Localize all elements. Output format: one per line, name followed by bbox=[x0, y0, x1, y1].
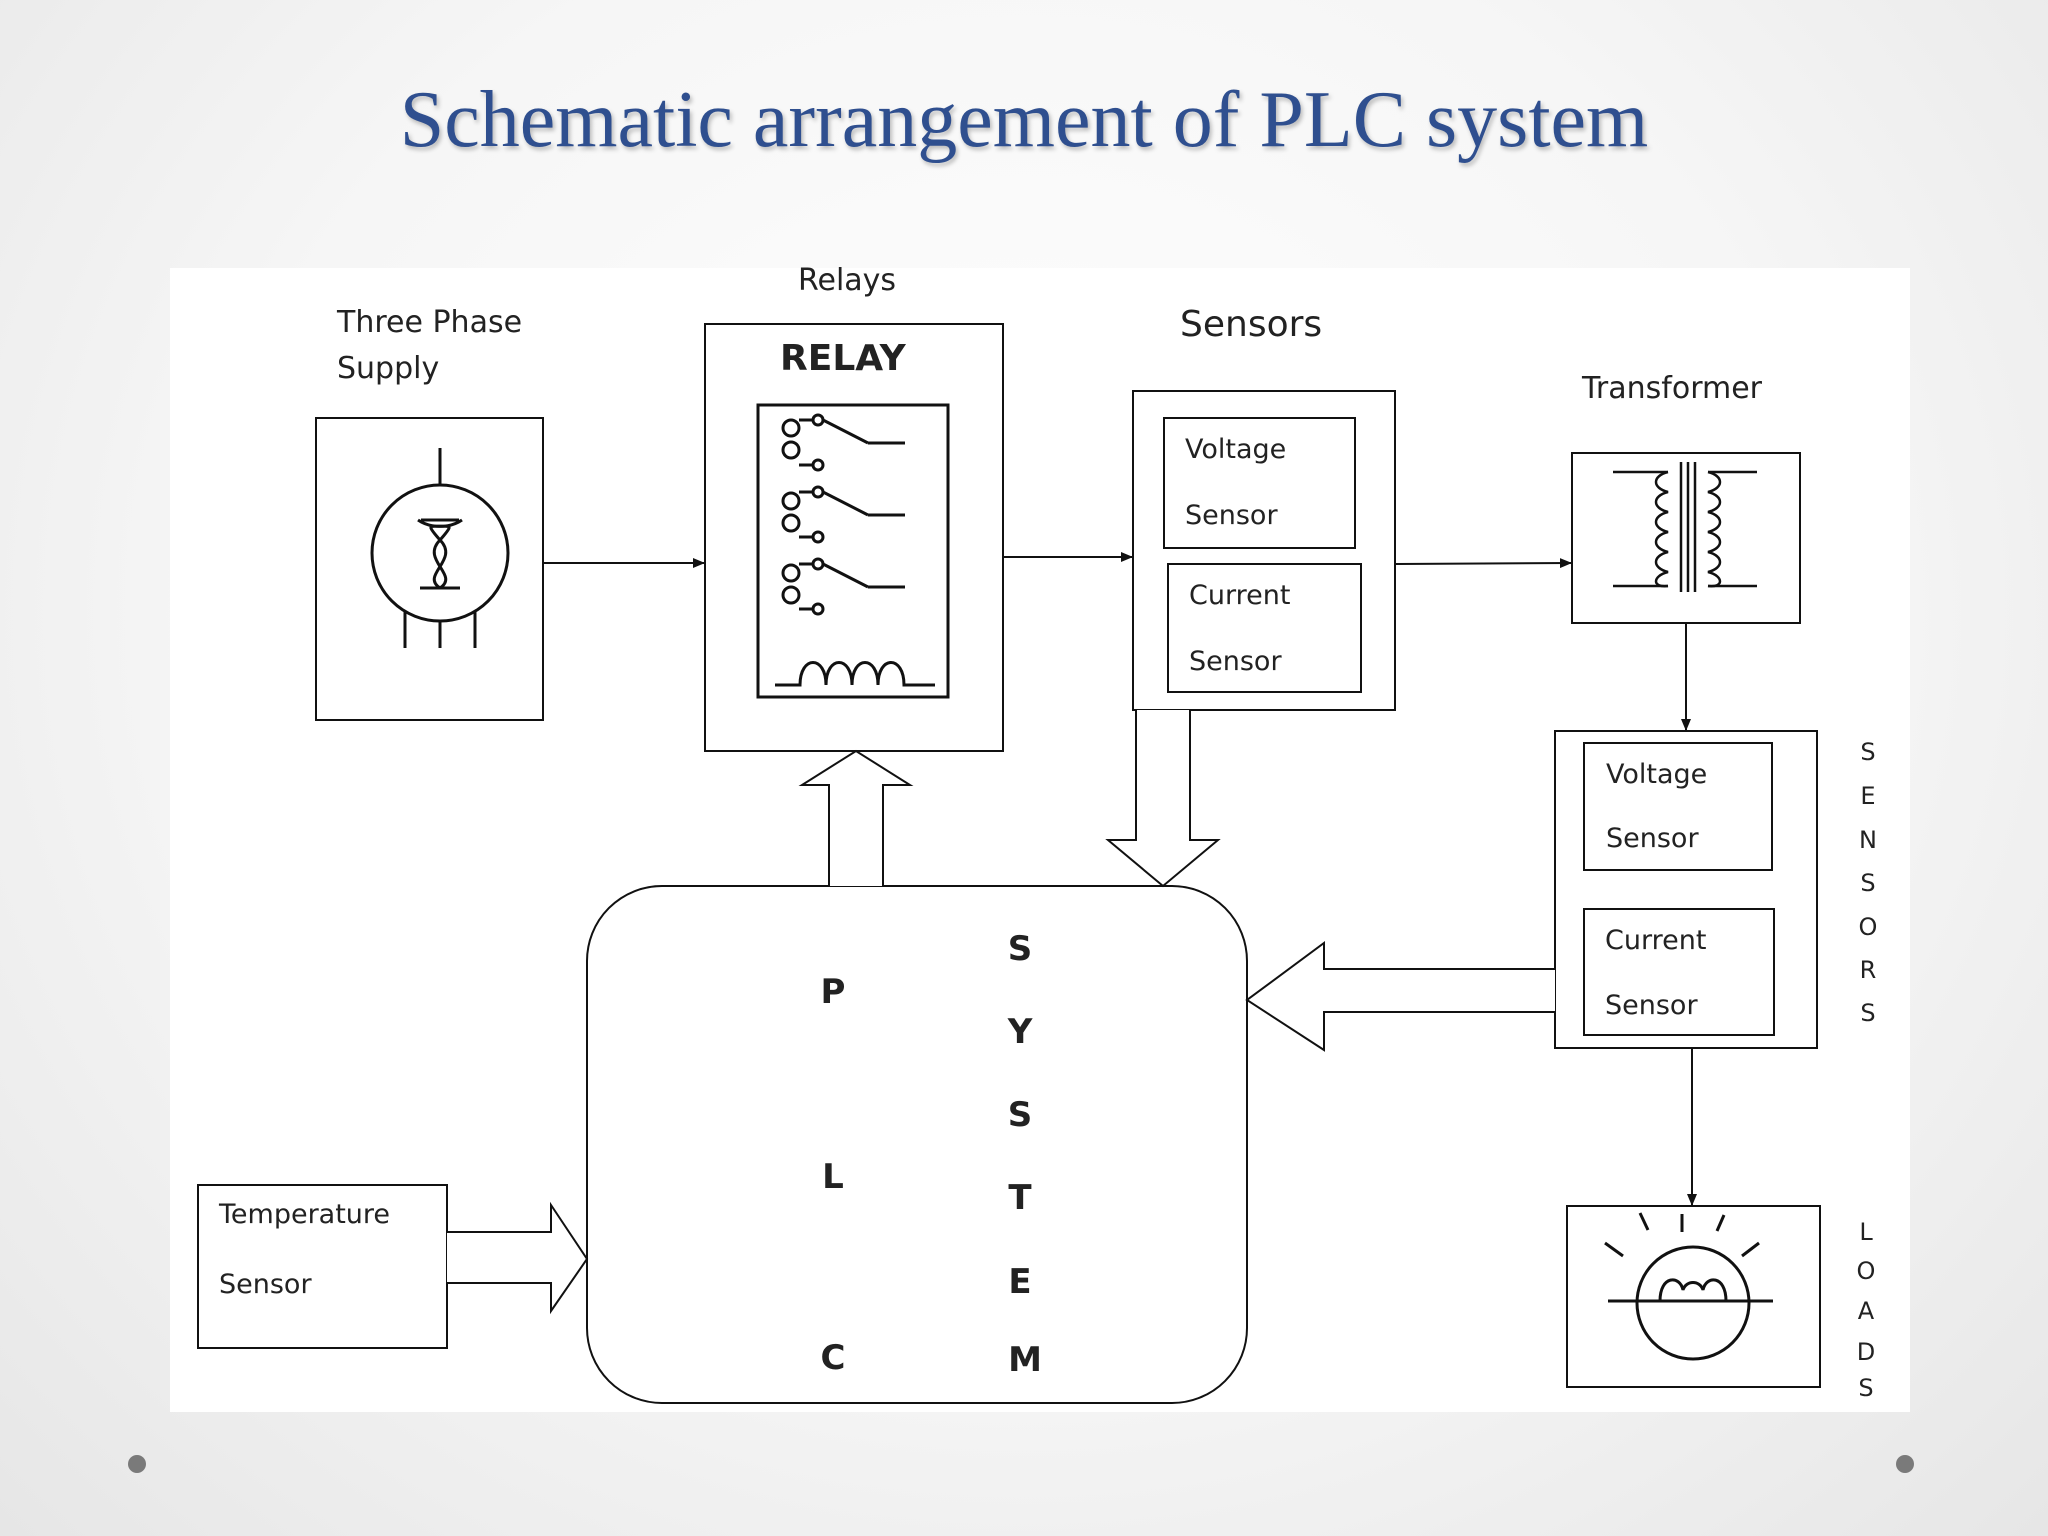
sensors-vertical-letter: R bbox=[1860, 956, 1877, 984]
relays-label: Relays bbox=[798, 263, 896, 298]
system-vertical-label: S Y S T E M bbox=[1007, 929, 1042, 1380]
voltage-sensor-box-1 bbox=[1163, 417, 1356, 549]
transformer-label: Transformer bbox=[1581, 371, 1763, 406]
three-phase-label-line1: Three Phase bbox=[336, 305, 522, 340]
plc-to-relay-block-arrow bbox=[798, 749, 914, 886]
current-sensor-1-line2: Sensor bbox=[1189, 646, 1282, 677]
voltage-sensor-2-line2: Sensor bbox=[1606, 823, 1699, 854]
current-sensor-2-line2: Sensor bbox=[1605, 990, 1698, 1021]
system-letter: S bbox=[1008, 1095, 1033, 1135]
sensors-vertical-letter: N bbox=[1859, 826, 1877, 854]
system-letter: T bbox=[1008, 1178, 1032, 1218]
plc-system-box bbox=[586, 885, 1248, 1404]
current-sensor-box-1 bbox=[1167, 563, 1362, 693]
current-sensor-2-line1: Current bbox=[1605, 925, 1706, 956]
plc-letter: L bbox=[822, 1157, 844, 1197]
relay-box bbox=[704, 323, 1004, 752]
slide-bullet-left bbox=[128, 1455, 146, 1473]
loads-vertical-letter: D bbox=[1857, 1338, 1875, 1366]
sensors-to-transformer-arrow bbox=[1394, 558, 1572, 569]
transformer-icon bbox=[1613, 462, 1757, 592]
temperature-sensor-line1: Temperature bbox=[218, 1199, 390, 1230]
sensors-vertical-letter: E bbox=[1860, 782, 1875, 810]
slide-bullet-right bbox=[1896, 1455, 1914, 1473]
slide-title: Schematic arrangement of PLC system bbox=[399, 76, 1649, 164]
current-sensor-box-2 bbox=[1583, 908, 1775, 1036]
loads-vertical-letter: A bbox=[1858, 1297, 1875, 1325]
loads-vertical-letter: L bbox=[1859, 1218, 1873, 1246]
loads-vertical-letter: S bbox=[1858, 1374, 1873, 1402]
voltage-sensor-1-line2: Sensor bbox=[1185, 500, 1278, 531]
loads-vertical-letter: O bbox=[1857, 1257, 1876, 1285]
temperature-to-plc-block-arrow bbox=[447, 1201, 589, 1315]
sensors-label: Sensors bbox=[1180, 304, 1322, 345]
system-letter: S bbox=[1008, 929, 1033, 969]
sensors-box-1 bbox=[1132, 390, 1396, 711]
generator-icon bbox=[370, 448, 510, 648]
relay-switch-icon bbox=[756, 403, 950, 699]
current-sensor-1-line1: Current bbox=[1189, 580, 1290, 611]
plc-letter: C bbox=[821, 1338, 846, 1378]
voltage-sensor-1-line1: Voltage bbox=[1185, 434, 1286, 465]
loads-vertical-label: L O A D S bbox=[1857, 1218, 1876, 1402]
sensors-vertical-letter: S bbox=[1860, 869, 1875, 897]
sensors-to-plc-block-arrow bbox=[1105, 710, 1221, 888]
lamp-icon bbox=[1604, 1212, 1773, 1361]
relay-box-title: RELAY bbox=[780, 338, 907, 379]
sensors-vertical-letter: S bbox=[1860, 999, 1875, 1027]
system-letter: M bbox=[1008, 1340, 1042, 1380]
loads-box bbox=[1566, 1205, 1821, 1388]
three-phase-supply-box bbox=[315, 417, 544, 721]
system-letter: E bbox=[1008, 1262, 1031, 1302]
sensors-box-2 bbox=[1554, 730, 1818, 1049]
voltage-sensor-2-line1: Voltage bbox=[1606, 759, 1707, 790]
system-letter: Y bbox=[1007, 1012, 1033, 1052]
sensors-vertical-letter: O bbox=[1859, 913, 1878, 941]
plc-letter: P bbox=[821, 972, 846, 1012]
sensors-vertical-label: S E N S O R S bbox=[1859, 738, 1878, 1027]
sensors2-to-plc-block-arrow bbox=[1245, 941, 1555, 1052]
sensors-vertical-letter: S bbox=[1860, 738, 1875, 766]
three-phase-label-line2: Supply bbox=[337, 351, 439, 386]
temperature-sensor-line2: Sensor bbox=[219, 1269, 312, 1300]
voltage-sensor-box-2 bbox=[1583, 742, 1773, 871]
